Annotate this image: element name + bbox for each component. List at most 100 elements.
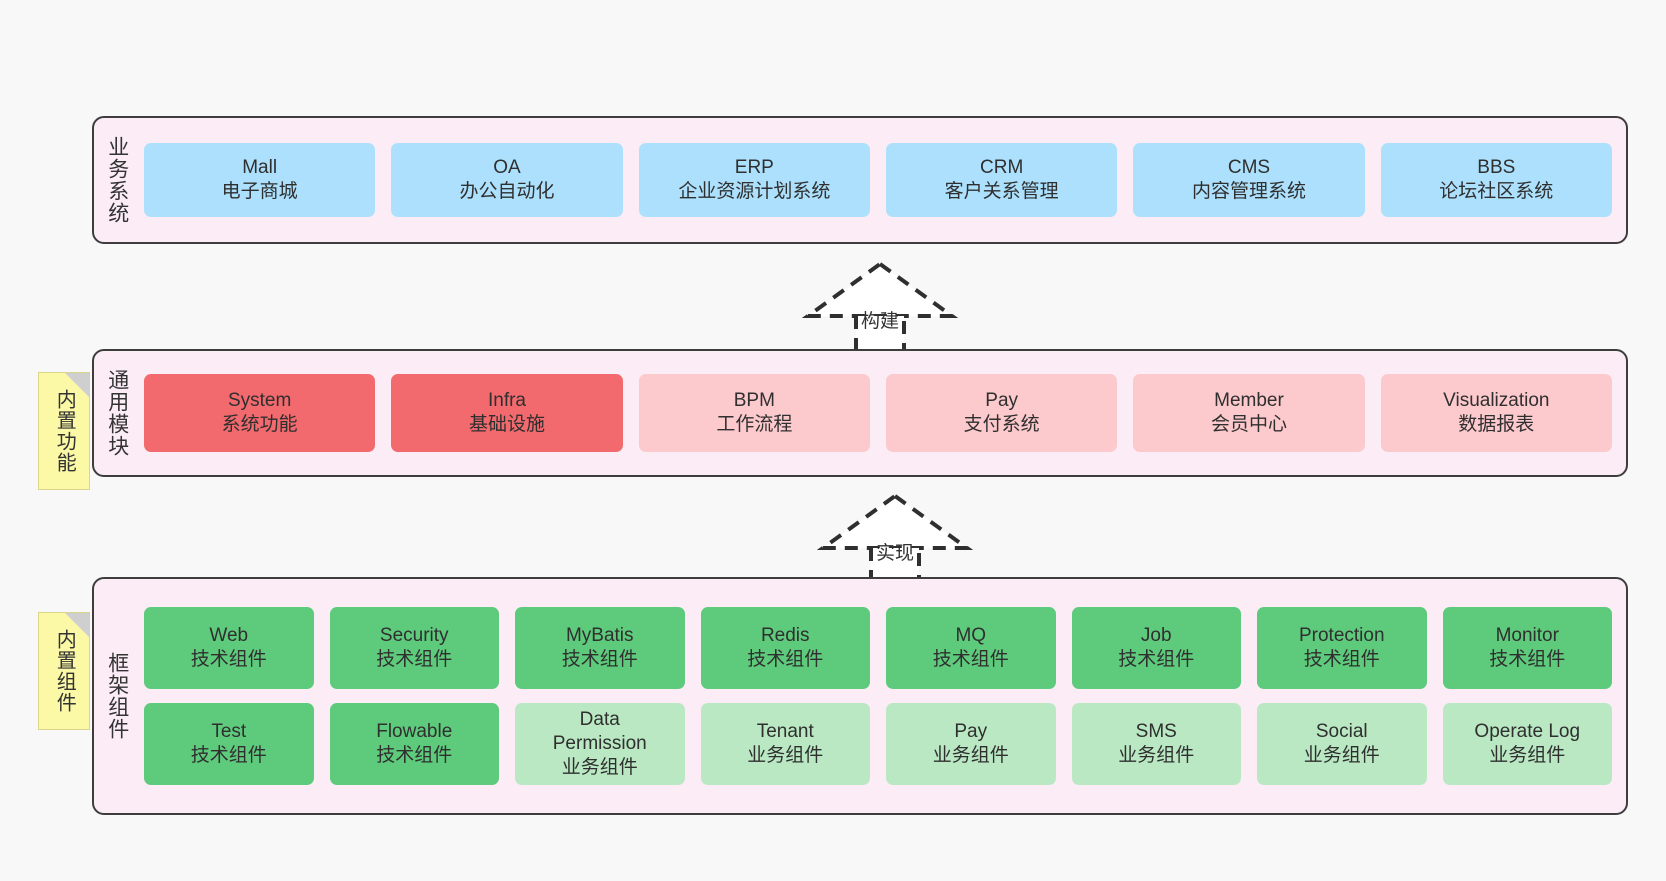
card-cms[interactable]: CMS 内容管理系统	[1133, 143, 1365, 217]
card-subtitle: 内容管理系统	[1191, 181, 1306, 202]
card-row: System 系统功能 Infra 基础设施 BPM 工作流程 Pay 支付系统…	[144, 374, 1612, 452]
section-body-common-modules: System 系统功能 Infra 基础设施 BPM 工作流程 Pay 支付系统…	[140, 351, 1626, 475]
card-protection[interactable]: Protection 技术组件	[1257, 607, 1427, 689]
section-label-common-modules: 通用模块	[105, 369, 129, 457]
card-subtitle: 办公自动化	[459, 181, 555, 202]
note-label: 内置组件	[53, 629, 76, 713]
card-pay-component[interactable]: Pay 业务组件	[886, 703, 1056, 785]
card-bpm[interactable]: BPM 工作流程	[638, 374, 870, 452]
card-subtitle: 数据报表	[1458, 414, 1535, 435]
card-title: Member	[1214, 389, 1284, 411]
card-title: Test	[211, 720, 247, 742]
card-title: Web	[209, 624, 249, 646]
card-title: CRM	[980, 156, 1024, 178]
card-subtitle: 企业资源计划系统	[678, 181, 831, 202]
card-system[interactable]: System 系统功能	[144, 374, 376, 452]
card-subtitle: 电子商城	[221, 181, 298, 202]
connector-label-implement: 实现	[875, 543, 914, 564]
card-title: MyBatis	[565, 624, 634, 646]
section-label-business-system: 业务系统	[105, 136, 129, 224]
card-title: ERP	[734, 156, 774, 178]
card-mybatis[interactable]: MyBatis 技术组件	[515, 607, 685, 689]
card-title: Social	[1315, 720, 1368, 742]
card-title: Pay	[985, 389, 1019, 411]
card-subtitle: 基础设施	[468, 414, 545, 435]
card-oa[interactable]: OA 办公自动化	[391, 143, 623, 217]
card-subtitle: 技术组件	[190, 649, 267, 670]
card-title: SMS	[1135, 720, 1177, 742]
card-title: Flowable	[376, 720, 453, 742]
note-builtin-component: 内置组件	[38, 612, 90, 730]
connector-label-build: 构建	[860, 311, 899, 332]
card-title: CMS	[1227, 156, 1271, 178]
card-title: Tenant	[756, 720, 814, 742]
generalization-arrow-icon	[801, 261, 959, 358]
card-subtitle: 技术组件	[747, 649, 824, 670]
card-title: Infra	[487, 389, 526, 411]
card-subtitle: 技术组件	[1303, 649, 1380, 670]
card-subtitle: 支付系统	[963, 414, 1040, 435]
card-title: BBS	[1477, 156, 1516, 178]
card-title: Mall	[242, 156, 278, 178]
card-social[interactable]: Social 业务组件	[1257, 703, 1427, 785]
card-tenant[interactable]: Tenant 业务组件	[700, 703, 870, 785]
section-framework-components: 框架组件 Web 技术组件 Security 技术组件 MyBatis 技术组件…	[92, 577, 1628, 815]
note-label: 内置功能	[53, 389, 76, 473]
card-subtitle: 技术组件	[1489, 649, 1566, 670]
card-subtitle: 技术组件	[376, 649, 453, 670]
section-common-modules: 通用模块 System 系统功能 Infra 基础设施 BPM 工作流程 Pay…	[92, 349, 1628, 477]
note-fold-icon	[65, 373, 89, 397]
card-title: MQ	[955, 624, 987, 646]
card-data-permission[interactable]: Data Permission 业务组件	[515, 703, 685, 785]
section-body-framework-components: Web 技术组件 Security 技术组件 MyBatis 技术组件 Redi…	[140, 579, 1626, 813]
card-subtitle: 业务组件	[1303, 745, 1380, 766]
card-title: Data Permission	[552, 708, 647, 754]
card-mall[interactable]: Mall 电子商城	[144, 143, 376, 217]
card-title: Monitor	[1495, 624, 1559, 646]
card-title: Redis	[760, 624, 810, 646]
card-bbs[interactable]: BBS 论坛社区系统	[1380, 143, 1612, 217]
card-row: Mall 电子商城 OA 办公自动化 ERP 企业资源计划系统 CRM 客户关系…	[144, 143, 1612, 217]
card-pay-module[interactable]: Pay 支付系统	[885, 374, 1118, 452]
card-title: Pay	[954, 720, 988, 742]
card-subtitle: 技术组件	[376, 745, 453, 766]
card-monitor[interactable]: Monitor 技术组件	[1442, 607, 1612, 689]
card-flowable[interactable]: Flowable 技术组件	[329, 703, 499, 785]
card-mq[interactable]: MQ 技术组件	[886, 607, 1056, 689]
card-title: Protection	[1298, 624, 1385, 646]
card-member[interactable]: Member 会员中心	[1133, 374, 1365, 452]
card-subtitle: 业务组件	[1489, 745, 1566, 766]
card-test[interactable]: Test 技术组件	[144, 703, 314, 785]
card-row: Test 技术组件 Flowable 技术组件 Data Permission …	[144, 703, 1612, 785]
connector-build: 构建	[800, 258, 960, 358]
card-subtitle: 客户关系管理	[944, 181, 1059, 202]
card-web[interactable]: Web 技术组件	[144, 607, 314, 689]
card-infra[interactable]: Infra 基础设施	[391, 374, 623, 452]
card-title: BPM	[733, 389, 775, 411]
card-title: OA	[493, 156, 521, 178]
card-subtitle: 业务组件	[561, 757, 638, 779]
card-title: Visualization	[1443, 389, 1550, 411]
card-operate-log[interactable]: Operate Log 业务组件	[1442, 703, 1612, 785]
card-subtitle: 技术组件	[932, 649, 1009, 670]
card-erp[interactable]: ERP 企业资源计划系统	[638, 143, 870, 217]
section-body-business-system: Mall 电子商城 OA 办公自动化 ERP 企业资源计划系统 CRM 客户关系…	[140, 118, 1626, 242]
note-builtin-function: 内置功能	[38, 372, 90, 490]
card-redis[interactable]: Redis 技术组件	[700, 607, 870, 689]
card-job[interactable]: Job 技术组件	[1071, 607, 1241, 689]
card-subtitle: 技术组件	[561, 649, 638, 670]
card-title: Job	[1140, 624, 1172, 646]
card-title: Operate Log	[1474, 720, 1581, 742]
card-security[interactable]: Security 技术组件	[329, 607, 499, 689]
card-subtitle: 业务组件	[1118, 745, 1195, 766]
card-subtitle: 论坛社区系统	[1439, 181, 1554, 202]
card-crm[interactable]: CRM 客户关系管理	[885, 143, 1118, 217]
note-fold-icon	[65, 613, 89, 637]
card-sms[interactable]: SMS 业务组件	[1071, 703, 1241, 785]
card-subtitle: 技术组件	[190, 745, 267, 766]
card-visualization[interactable]: Visualization 数据报表	[1380, 374, 1612, 452]
card-title: Security	[379, 624, 449, 646]
card-subtitle: 业务组件	[747, 745, 824, 766]
card-subtitle: 业务组件	[932, 745, 1009, 766]
